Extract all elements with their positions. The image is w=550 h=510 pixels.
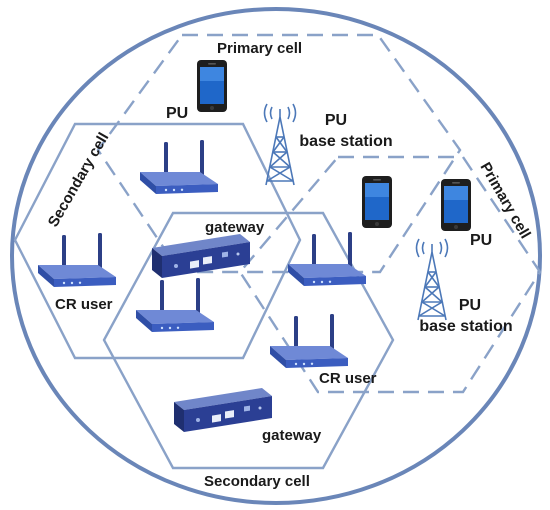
router-icon [270,314,348,368]
router-icon [136,278,214,332]
coverage-circle [10,7,542,505]
secondary-cell-left-hex [13,122,302,360]
pu-top-label: PU [166,105,188,122]
phone-icon [441,179,471,231]
secondary-cell-bottom-hex [102,211,395,470]
phone-icon [197,60,227,112]
gateway-bottom-label: gateway [262,427,322,444]
primary-cell-right-hex [238,155,542,394]
tower-icon [263,103,297,186]
phone-icon [362,176,392,228]
pu-base-station-right-label: base station [419,318,512,335]
pu-base-station-top-label: PU [325,112,347,129]
secondary-cell-left-label: Secondary cell [45,130,113,230]
tower-icon [415,238,449,321]
pu-right-label: PU [470,232,492,249]
secondary-cell-bottom-label: Secondary cell [204,473,310,490]
router-icon [140,140,218,194]
cr-user-right-label: CR user [319,370,377,387]
primary-cell-top-label: Primary cell [217,40,302,57]
primary-cell-top-hex [96,33,462,274]
cr-user-left-label: CR user [55,296,113,313]
pu-base-station-right-label: PU [459,297,481,314]
gateway-icon [174,388,272,432]
pu-base-station-top-label: base station [299,133,392,150]
router-icon [38,233,116,287]
gateway-top-label: gateway [205,219,265,236]
